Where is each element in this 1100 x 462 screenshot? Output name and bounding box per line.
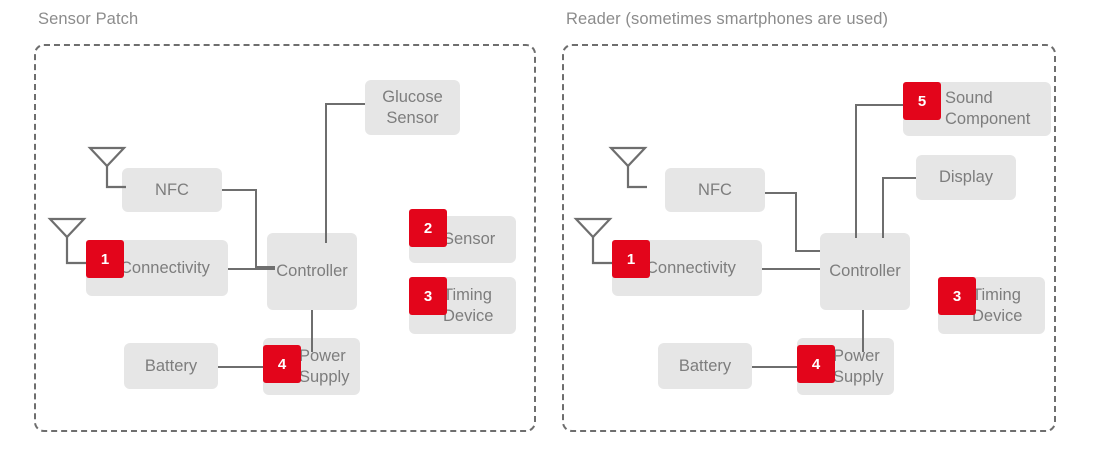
badge-sound-component[interactable]: 5 bbox=[903, 82, 941, 120]
node-nfc-reader[interactable]: NFC bbox=[665, 168, 765, 212]
wire-battery-to-power-supply-reader bbox=[752, 366, 797, 368]
node-battery-reader[interactable]: Battery bbox=[658, 343, 752, 389]
connectivity-antenna-icon bbox=[44, 213, 94, 268]
wire-nfc-to-controller-h1-reader bbox=[765, 192, 797, 194]
badge-power-supply-reader[interactable]: 4 bbox=[797, 345, 835, 383]
panel-title-reader: Reader (sometimes smartphones are used) bbox=[566, 10, 889, 28]
wire-nfc-to-controller-v bbox=[255, 189, 257, 267]
wire-battery-to-power-supply bbox=[218, 366, 263, 368]
badge-timing-device-reader[interactable]: 3 bbox=[938, 277, 976, 315]
node-controller[interactable]: Controller bbox=[267, 233, 357, 310]
wire-display-to-controller-v bbox=[882, 177, 884, 238]
node-controller-reader[interactable]: Controller bbox=[820, 233, 910, 310]
badge-connectivity[interactable]: 1 bbox=[86, 240, 124, 278]
badge-sensor[interactable]: 2 bbox=[409, 209, 447, 247]
node-glucose-sensor[interactable]: Glucose Sensor bbox=[365, 80, 460, 135]
panel-frame-reader bbox=[562, 44, 1056, 432]
wire-nfc-to-controller-v-reader bbox=[795, 192, 797, 252]
panel-frame-sensor-patch bbox=[34, 44, 536, 432]
badge-connectivity-reader[interactable]: 1 bbox=[612, 240, 650, 278]
wire-nfc-to-controller-h1 bbox=[222, 189, 257, 191]
connectivity-antenna-icon-reader bbox=[570, 213, 620, 268]
nfc-antenna-icon-reader bbox=[605, 142, 655, 192]
wire-controller-to-power-supply-reader bbox=[862, 310, 864, 352]
panel-title-sensor-patch: Sensor Patch bbox=[38, 10, 139, 28]
wire-glucose-to-controller-v bbox=[325, 103, 327, 243]
wire-sound-to-controller-v bbox=[855, 104, 857, 238]
node-nfc[interactable]: NFC bbox=[122, 168, 222, 212]
wire-display-to-controller-h bbox=[882, 177, 916, 179]
wire-connectivity-to-controller-reader bbox=[762, 268, 820, 270]
wire-nfc-to-controller-h2-reader bbox=[795, 250, 820, 252]
node-display[interactable]: Display bbox=[916, 155, 1016, 200]
node-battery[interactable]: Battery bbox=[124, 343, 218, 389]
wire-controller-to-power-supply bbox=[311, 310, 313, 352]
badge-power-supply[interactable]: 4 bbox=[263, 345, 301, 383]
wire-nfc-to-controller-h2 bbox=[255, 266, 275, 268]
wire-connectivity-to-controller bbox=[228, 268, 275, 270]
wire-glucose-to-controller-h bbox=[325, 103, 365, 105]
nfc-antenna-icon bbox=[84, 142, 134, 192]
badge-timing-device[interactable]: 3 bbox=[409, 277, 447, 315]
wire-sound-to-controller-h bbox=[855, 104, 910, 106]
